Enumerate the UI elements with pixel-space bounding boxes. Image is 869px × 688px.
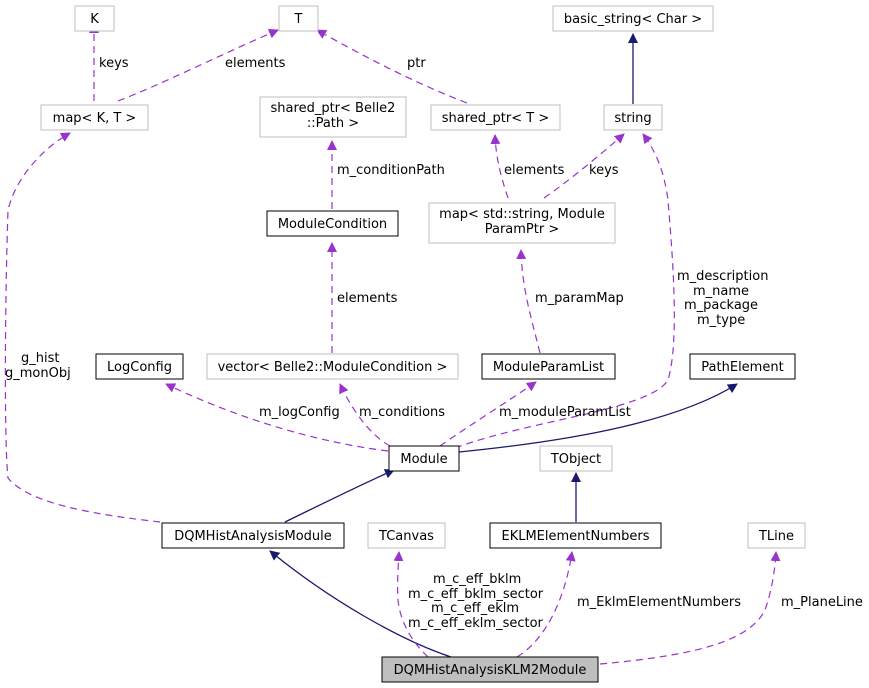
node-dqm-hist-analysis-klm2-module-label: DQMHistAnalysisKLM2Module (394, 663, 587, 678)
edge-label-keys-k: keys (99, 56, 129, 71)
edge-label-m-parammap: m_paramMap (535, 291, 624, 306)
node-shared-ptr-t-label: shared_ptr< T > (442, 111, 549, 126)
edge-mapparam-to-string (543, 133, 625, 199)
edge-sptr-to-t (316, 29, 468, 104)
edge-label-m-eklmelementnumbers: m_EklmElementNumbers (577, 595, 741, 610)
edge-module-to-string (454, 133, 675, 449)
edge-label-ptr: ptr (407, 56, 426, 71)
edge-label-m-c-eff-eklm-sector: m_c_eff_eklm_sector (408, 616, 544, 631)
node-map-param-label-2: ParamPtr > (485, 222, 560, 237)
node-map-param-label-1: map< std::string, Module (439, 207, 605, 222)
nodes-layer: K T basic_string< Char > map< K, T > sha… (40, 5, 806, 683)
edge-label-m-moduleparamlist: m_moduleParamList (499, 405, 631, 420)
edge-label-g-hist: g_hist (21, 351, 59, 366)
edge-klm2-to-tline (599, 551, 781, 665)
node-vector-condition[interactable]: vector< Belle2::ModuleCondition > (206, 353, 459, 380)
edge-label-m-description: m_description (677, 269, 768, 284)
edge-label-m-conditionpath: m_conditionPath (337, 163, 445, 178)
edge-dqm-to-module (284, 469, 395, 523)
edge-module-to-pathelement (458, 383, 738, 453)
node-eklm-element-numbers[interactable]: EKLMElementNumbers (489, 522, 662, 549)
node-dqm-hist-analysis-klm2-module[interactable]: DQMHistAnalysisKLM2Module (381, 656, 599, 683)
node-k-label: K (90, 12, 99, 27)
node-module-param-list-label: ModuleParamList (493, 360, 604, 375)
node-tline-label: TLine (758, 529, 794, 544)
edge-klm2-to-eklm (516, 551, 576, 658)
edge-label-m-planeline: m_PlaneLine (781, 595, 863, 610)
node-tobject-label: TObject (550, 452, 601, 467)
edge-label-keys-string: keys (589, 163, 619, 178)
edge-label-m-conditions: m_conditions (359, 405, 445, 420)
edge-label-m-c-eff-bklm: m_c_eff_bklm (433, 572, 521, 587)
edges-layer: keys elements ptr m_conditionPath elemen… (4, 23, 863, 665)
edge-map-to-t (117, 28, 279, 102)
node-tline[interactable]: TLine (747, 522, 806, 549)
node-module-condition[interactable]: ModuleCondition (266, 210, 399, 237)
node-vector-condition-label: vector< Belle2::ModuleCondition > (218, 360, 448, 375)
node-shared-ptr-path[interactable]: shared_ptr< Belle2 ::Path > (259, 96, 407, 138)
node-t-label: T (294, 12, 303, 27)
edge-module-to-logconfig (165, 383, 389, 452)
edge-label-elements-condition: elements (337, 291, 398, 306)
node-shared-ptr-path-label-1: shared_ptr< Belle2 (271, 101, 396, 116)
edge-label-g-monobj: g_monObj (5, 366, 71, 381)
node-module-param-list[interactable]: ModuleParamList (481, 353, 616, 380)
node-logconfig[interactable]: LogConfig (95, 353, 184, 380)
edge-label-m-package: m_package (684, 298, 758, 313)
node-shared-ptr-t[interactable]: shared_ptr< T > (430, 104, 561, 131)
node-dqm-hist-analysis-module[interactable]: DQMHistAnalysisModule (161, 522, 345, 549)
edge-mapparam-to-sptr (490, 134, 509, 199)
node-basic-string-label: basic_string< Char > (564, 12, 702, 27)
node-eklm-element-numbers-label: EKLMElementNumbers (501, 529, 649, 544)
edge-label-m-name: m_name (693, 284, 749, 299)
node-basic-string[interactable]: basic_string< Char > (552, 5, 714, 32)
edge-dqm-to-map (4, 132, 161, 523)
edge-label-m-type: m_type (697, 313, 745, 328)
node-path-element[interactable]: PathElement (689, 353, 796, 380)
node-module[interactable]: Module (388, 445, 460, 472)
node-k[interactable]: K (74, 5, 115, 32)
node-logconfig-label: LogConfig (107, 360, 172, 375)
edge-label-elements-t: elements (225, 56, 286, 71)
node-tcanvas[interactable]: TCanvas (367, 522, 446, 549)
node-module-label: Module (400, 452, 447, 467)
node-shared-ptr-path-label-2: ::Path > (307, 116, 359, 131)
node-module-condition-label: ModuleCondition (278, 217, 387, 232)
node-map-k-t-label: map< K, T > (53, 111, 137, 126)
edge-label-m-c-eff-eklm: m_c_eff_eklm (431, 601, 519, 616)
node-path-element-label: PathElement (701, 360, 783, 375)
node-string-label: string (614, 111, 651, 126)
edge-klm2-to-dqm (269, 550, 452, 658)
edge-module-to-vector (339, 383, 391, 447)
edge-label-m-logconfig: m_logConfig (259, 405, 340, 420)
node-tobject[interactable]: TObject (539, 445, 613, 472)
edge-klm2-to-tcanvas (393, 551, 429, 658)
edge-module-to-paramlist (439, 381, 537, 447)
edge-label-elements-sptr: elements (504, 163, 565, 178)
node-string[interactable]: string (603, 104, 663, 131)
node-t[interactable]: T (278, 5, 319, 32)
node-map-param[interactable]: map< std::string, Module ParamPtr > (428, 202, 616, 244)
node-dqm-hist-analysis-module-label: DQMHistAnalysisModule (174, 529, 332, 544)
node-map-k-t[interactable]: map< K, T > (40, 104, 149, 131)
edge-paramlist-to-map (516, 249, 541, 354)
node-tcanvas-label: TCanvas (378, 529, 434, 544)
edge-label-m-c-eff-bklm-sector: m_c_eff_bklm_sector (408, 587, 544, 602)
